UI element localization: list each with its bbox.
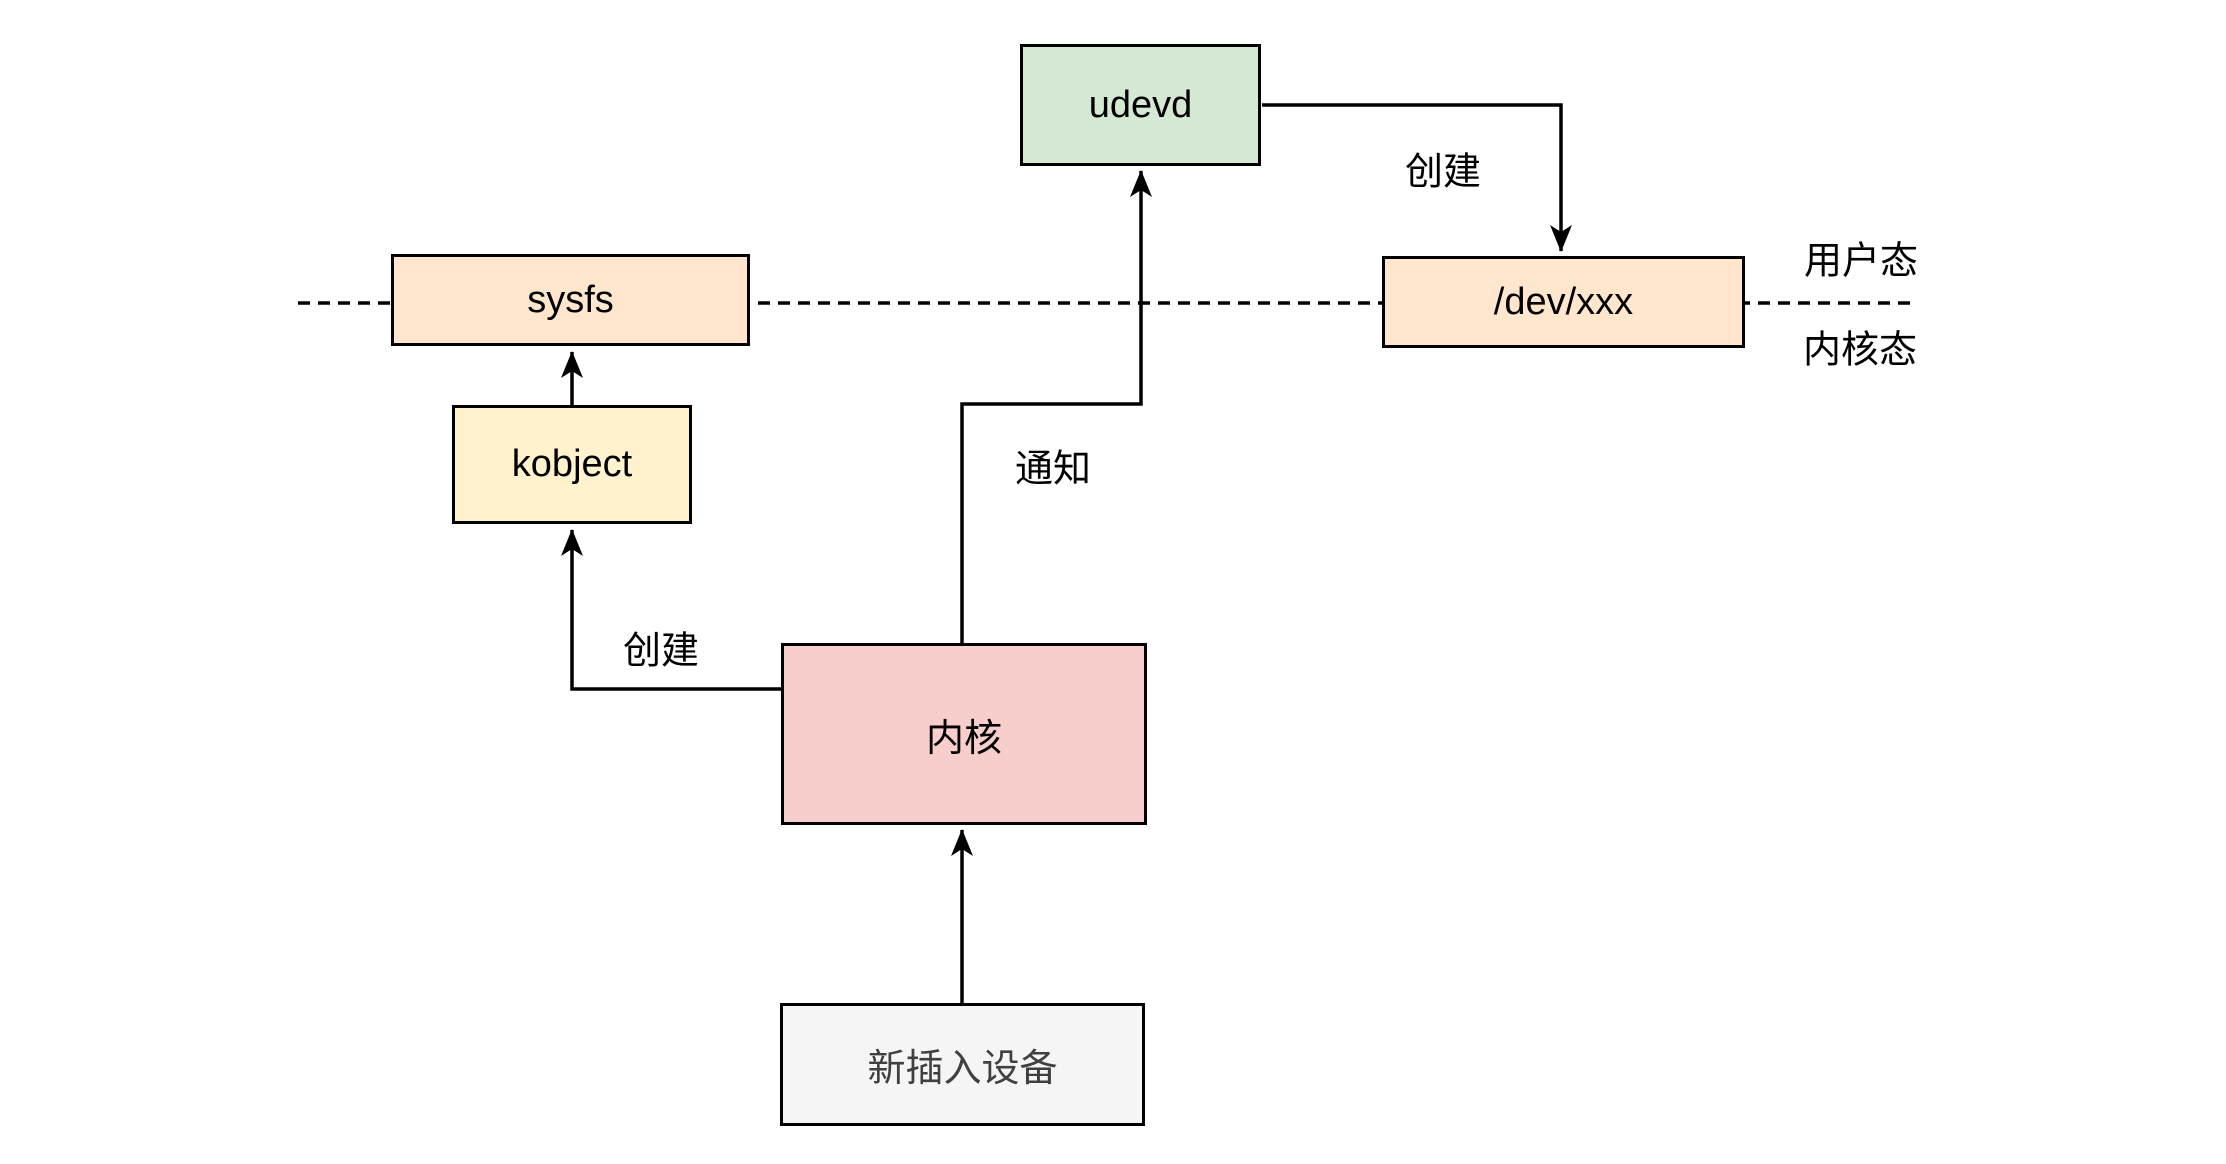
node-new-device: 新插入设备 — [780, 1003, 1145, 1126]
node-kobject-label: kobject — [511, 443, 633, 485]
node-dev-xxx: /dev/xxx — [1382, 256, 1745, 348]
node-sysfs: sysfs — [391, 254, 750, 346]
edge-label-create-kobject: 创建 — [622, 630, 700, 673]
edge-kernel-to-kobject — [561, 529, 781, 691]
node-udevd-label: udevd — [1088, 83, 1193, 126]
node-new-device-label: 新插入设备 — [867, 1048, 1058, 1090]
region-label-user-mode: 用户态 — [1803, 240, 1919, 283]
node-kernel: 内核 — [781, 643, 1147, 825]
region-label-kernel-mode: 内核态 — [1802, 329, 1918, 372]
edge-label-create-devxxx: 创建 — [1404, 151, 1482, 194]
node-kernel-label: 内核 — [925, 717, 1002, 760]
node-sysfs-label: sysfs — [527, 278, 614, 321]
node-kobject: kobject — [452, 405, 692, 524]
node-dev-xxx-label: /dev/xxx — [1493, 280, 1634, 323]
node-udevd: udevd — [1020, 44, 1261, 166]
edge-label-notify: 通知 — [1014, 448, 1092, 491]
edge-udevd-to-devxxx — [1262, 103, 1572, 252]
edge-kernel-to-udevd — [960, 170, 1152, 643]
